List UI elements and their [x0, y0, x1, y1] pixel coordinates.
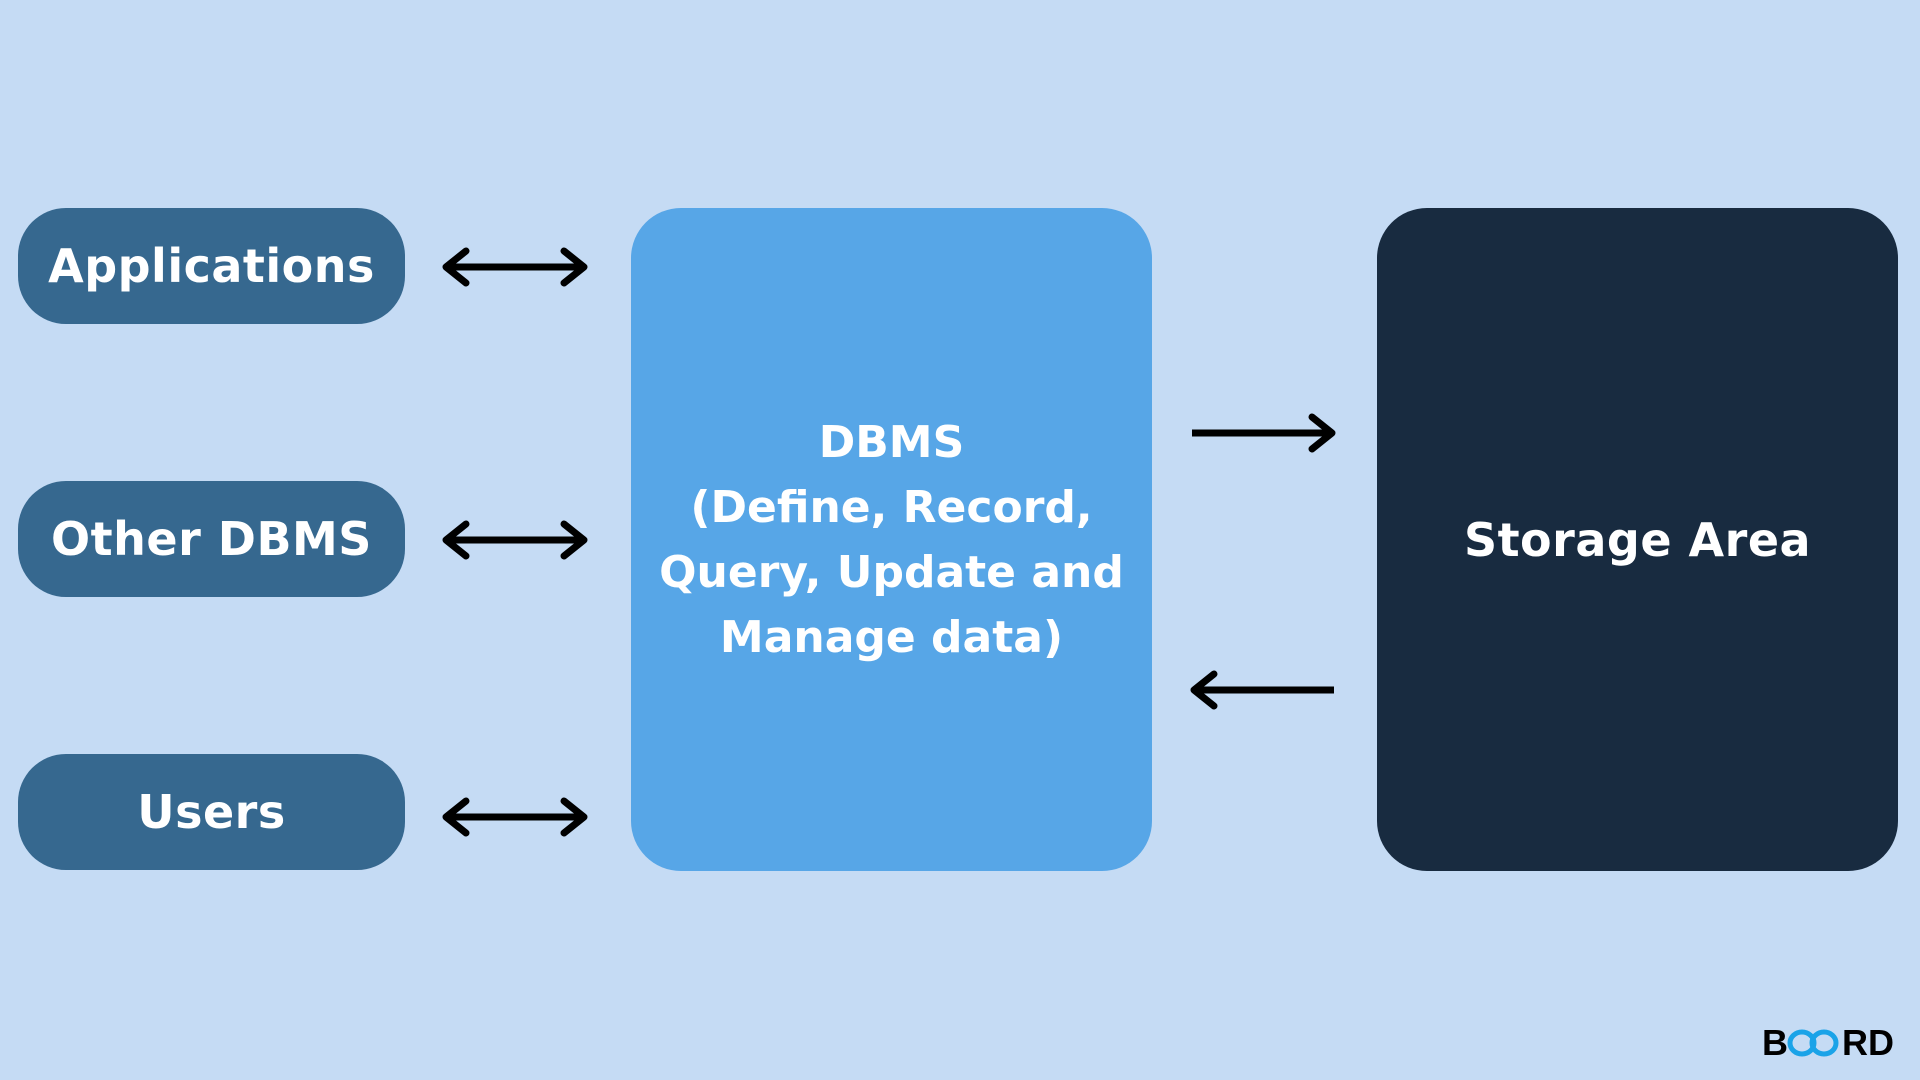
- dbms-line-3: Query, Update and: [659, 546, 1124, 598]
- board-logo: B RD: [1762, 1022, 1894, 1062]
- svg-text:B: B: [1762, 1022, 1788, 1062]
- storage-area-node: Storage Area: [1377, 208, 1898, 871]
- dbms-line-4: Manage data): [719, 611, 1064, 663]
- other-dbms-dbms-arrow: [442, 520, 588, 560]
- dbms-line-2: (Define, Record,: [690, 481, 1093, 533]
- applications-dbms-arrow: [442, 247, 588, 287]
- applications-node: Applications: [18, 208, 405, 324]
- other-dbms-node: Other DBMS: [18, 481, 405, 597]
- dbms-to-storage-arrow: [1192, 413, 1336, 453]
- storage-area-label: Storage Area: [1463, 512, 1812, 567]
- users-node: Users: [18, 754, 405, 870]
- users-dbms-arrow: [442, 797, 588, 837]
- infinity-icon: [1787, 1029, 1839, 1057]
- other-dbms-label: Other DBMS: [51, 512, 372, 566]
- dbms-title: DBMS: [818, 416, 965, 468]
- storage-to-dbms-arrow: [1190, 670, 1334, 710]
- dbms-node: DBMS (Define, Record, Query, Update and …: [631, 208, 1152, 871]
- applications-label: Applications: [48, 239, 375, 293]
- svg-text:RD: RD: [1842, 1022, 1894, 1062]
- users-label: Users: [137, 785, 286, 839]
- dbms-description: DBMS (Define, Record, Query, Update and …: [659, 410, 1124, 670]
